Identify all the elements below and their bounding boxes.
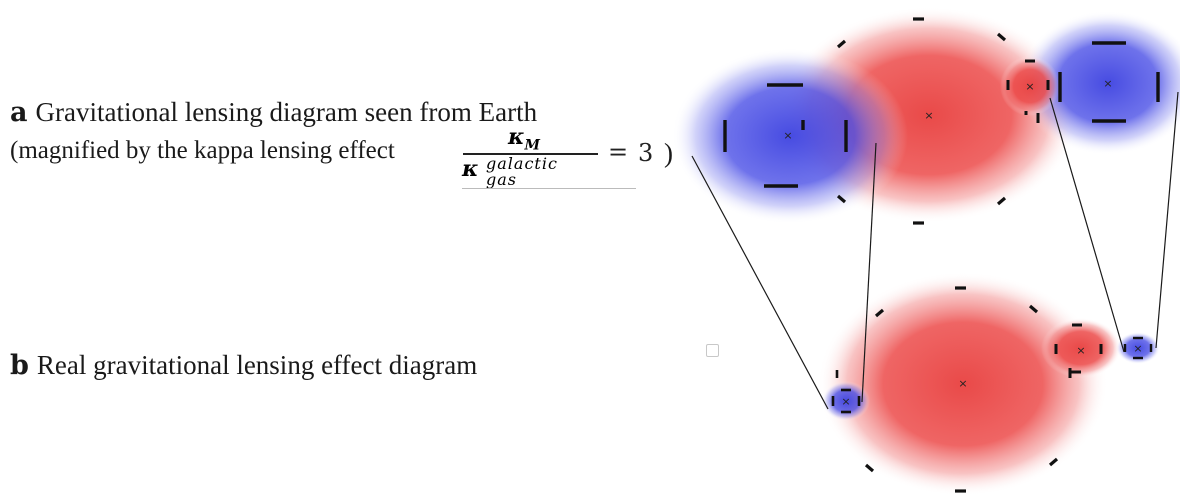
fraction-bar xyxy=(463,153,598,155)
marker-bottom-blue-right: × xyxy=(1133,342,1142,355)
top-main-ring-ticks xyxy=(836,17,1007,225)
top-red-small-blob xyxy=(1000,56,1060,116)
marker-top-blue-right: × xyxy=(1103,77,1112,90)
caption-a-letter: a xyxy=(10,97,28,128)
caption-b-letter: b xyxy=(10,350,29,381)
connector-line-right-outer xyxy=(1155,91,1179,349)
marker-top-red-main: × xyxy=(924,109,933,122)
small-checkbox[interactable] xyxy=(706,344,719,357)
marker-bottom-red-small: × xyxy=(1076,344,1085,357)
top-right-blue-ticks xyxy=(1058,41,1160,123)
marker-bottom-blue-left: × xyxy=(841,395,850,408)
marker-bottom-red-main: × xyxy=(958,377,967,390)
caption-b-text: Real gravitational lensing effect diagra… xyxy=(36,350,478,380)
fraction-denominator: κ xyxy=(462,156,479,182)
bottom-left-blue-ticks xyxy=(831,370,861,414)
bottom-right-blue-ticks xyxy=(1123,336,1153,360)
close-paren: ) xyxy=(664,138,673,168)
equals-sign: = xyxy=(608,138,629,166)
connector-line-right-inner xyxy=(1049,97,1125,353)
marker-top-red-small: × xyxy=(1025,80,1034,93)
bottom-blue-right-blob xyxy=(1116,332,1160,364)
kappa-symbol: κ xyxy=(508,124,525,150)
connector-line-left-outer xyxy=(691,155,829,410)
fraction-numerator: κM xyxy=(508,124,540,154)
connector-line-left-inner xyxy=(861,142,877,403)
bottom-small-red-ticks xyxy=(1054,323,1103,378)
marker-top-blue-left: × xyxy=(783,129,792,142)
bottom-blue-left-blob xyxy=(822,381,870,421)
fraction-denominator-sup: galactic xyxy=(486,154,558,173)
fraction-denominator-sub: gas xyxy=(486,170,517,189)
bottom-red-main-blob xyxy=(818,272,1108,496)
top-small-red-ticks xyxy=(1006,59,1050,123)
top-blue-left-blob xyxy=(672,48,908,224)
caption-a-title: Gravitational lensing diagram seen from … xyxy=(35,97,538,127)
top-blue-right-blob xyxy=(1018,11,1180,155)
kappa-value: 3 xyxy=(638,139,654,167)
bottom-red-small-blob xyxy=(1041,318,1121,378)
top-left-blue-ticks xyxy=(723,83,848,188)
caption-a-line2: (magnified by the kappa lensing effect xyxy=(10,137,395,164)
fraction-underline xyxy=(462,188,636,189)
kappa-den-symbol: κ xyxy=(462,156,479,182)
bottom-main-ring-ticks xyxy=(864,286,1059,493)
